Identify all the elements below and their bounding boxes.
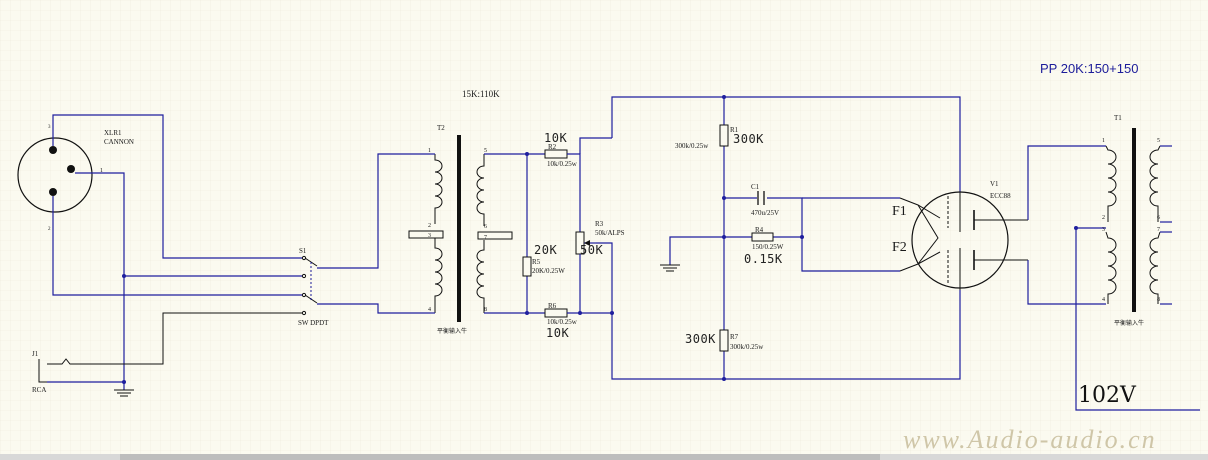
xlr-pin1: 1 xyxy=(100,168,103,174)
r5-value: 20K xyxy=(534,243,557,257)
resistor-r4: R4 150/0.25W 0.15K xyxy=(744,226,784,266)
r6-value: 10K xyxy=(546,326,569,340)
c1-spec: 470u/25V xyxy=(751,209,779,217)
r2-spec: 10k/0.25w xyxy=(547,160,578,168)
t1-pin4: 4 xyxy=(1102,297,1105,303)
c1-ref: C1 xyxy=(751,183,760,191)
t1-pin3: 3 xyxy=(1102,227,1105,233)
t1-pin2: 2 xyxy=(1102,215,1105,221)
r7-spec: 300k/0.25w xyxy=(730,343,764,351)
r4-ref: R4 xyxy=(755,226,764,234)
t1-pin6: 6 xyxy=(1157,215,1160,221)
t2-pin4: 4 xyxy=(428,307,431,313)
input-network-wiring xyxy=(484,152,545,315)
transformer-t1: T1 1 2 3 4 5 6 7 8 平衡输入牛 xyxy=(1102,114,1172,327)
switch-ref: S1 xyxy=(299,247,307,255)
t1-caption: 平衡输入牛 xyxy=(1114,319,1144,327)
v1-label-f1: F1 xyxy=(892,204,907,219)
t2-caption: 平衡输入牛 xyxy=(437,327,467,335)
xlr-ref: XLR1 xyxy=(104,129,122,137)
t1-pin8: 8 xyxy=(1157,297,1160,303)
v1-type: ECC88 xyxy=(990,192,1011,200)
t1-pin1: 1 xyxy=(1102,138,1105,144)
r4-value: 0.15K xyxy=(744,252,783,266)
r3-ref: R3 xyxy=(595,220,604,228)
t1-pin5: 5 xyxy=(1157,138,1160,144)
switch-name: SW DPDT xyxy=(298,319,329,327)
r1-spec: 300k/0.25w xyxy=(675,142,709,150)
v1-label-f2: F2 xyxy=(892,240,907,255)
xlr-wiring xyxy=(52,114,302,384)
rca-ref: J1 xyxy=(32,350,39,358)
schematic-title: PP 20K:150+150 xyxy=(1040,61,1138,76)
resistor-r6: R6 10k/0.25w 10K xyxy=(544,302,614,340)
t1-ref: T1 xyxy=(1114,114,1122,122)
t2-ref: T2 xyxy=(437,124,445,132)
r5-spec: 20K/0.25W xyxy=(532,267,565,275)
r1-ref: R1 xyxy=(730,126,739,134)
resistor-r7: 300K R7 300k/0.25w xyxy=(685,329,764,352)
scrollbar-thumb[interactable] xyxy=(120,454,880,460)
xlr-connector: XLR1 CANNON 3 1 2 xyxy=(17,125,134,232)
t2-pin1: 1 xyxy=(428,148,431,154)
voltage-label: 102V xyxy=(1078,383,1137,408)
tube-v1: V1 ECC88 F1 F2 xyxy=(892,180,1028,290)
r3-value: 50K xyxy=(580,243,603,257)
rca-jack: J1 RCA xyxy=(32,312,302,394)
r6-ref: R6 xyxy=(548,302,557,310)
ground-symbol-center xyxy=(660,264,680,272)
v1-ref: V1 xyxy=(990,180,999,188)
t2-pin7: 7 xyxy=(484,235,487,241)
r4-spec: 150/0.25W xyxy=(752,243,784,251)
xlr-pin3: 3 xyxy=(48,125,51,130)
r1-value: 300K xyxy=(733,132,764,146)
watermark-text: www.Audio-audio.cn xyxy=(903,425,1157,454)
r2-ref: R2 xyxy=(548,143,557,151)
capacitor-c1: C1 470u/25V xyxy=(751,183,779,217)
transformer-ratio-label: 15K:110K xyxy=(462,89,500,99)
t2-pin6: 6 xyxy=(484,224,487,230)
potentiometer-r3: R3 50k/ALPS 50K xyxy=(575,137,625,313)
switch-s1: S1 SW DPDT xyxy=(298,153,430,327)
r7-ref: R7 xyxy=(730,333,739,341)
horizontal-scrollbar[interactable] xyxy=(0,454,1208,460)
output-wiring xyxy=(1027,145,1200,411)
xlr-pin2: 2 xyxy=(48,227,51,232)
r6-spec: 10k/0.25w xyxy=(547,318,578,326)
transformer-t2: T2 1 2 3 4 5 6 7 8 平衡输入牛 xyxy=(408,124,513,335)
resistor-r1: R1 300K 300k/0.25w xyxy=(675,124,764,150)
r3-spec: 50k/ALPS xyxy=(595,229,625,237)
resistor-r5: 20K R5 20K/0.25W xyxy=(522,243,565,277)
t2-pin5: 5 xyxy=(484,148,487,154)
r2-value: 10K xyxy=(544,131,567,145)
t2-pin8: 8 xyxy=(484,307,487,313)
rca-name: RCA xyxy=(32,386,46,394)
r7-value: 300K xyxy=(685,332,716,346)
xlr-name: CANNON xyxy=(104,138,134,146)
t2-pin2: 2 xyxy=(428,223,431,229)
t2-pin3: 3 xyxy=(428,233,431,239)
t1-pin7: 7 xyxy=(1157,227,1160,233)
ground-symbol-left xyxy=(114,380,134,397)
r5-ref: R5 xyxy=(532,258,541,266)
tube-input-wiring xyxy=(611,95,961,381)
